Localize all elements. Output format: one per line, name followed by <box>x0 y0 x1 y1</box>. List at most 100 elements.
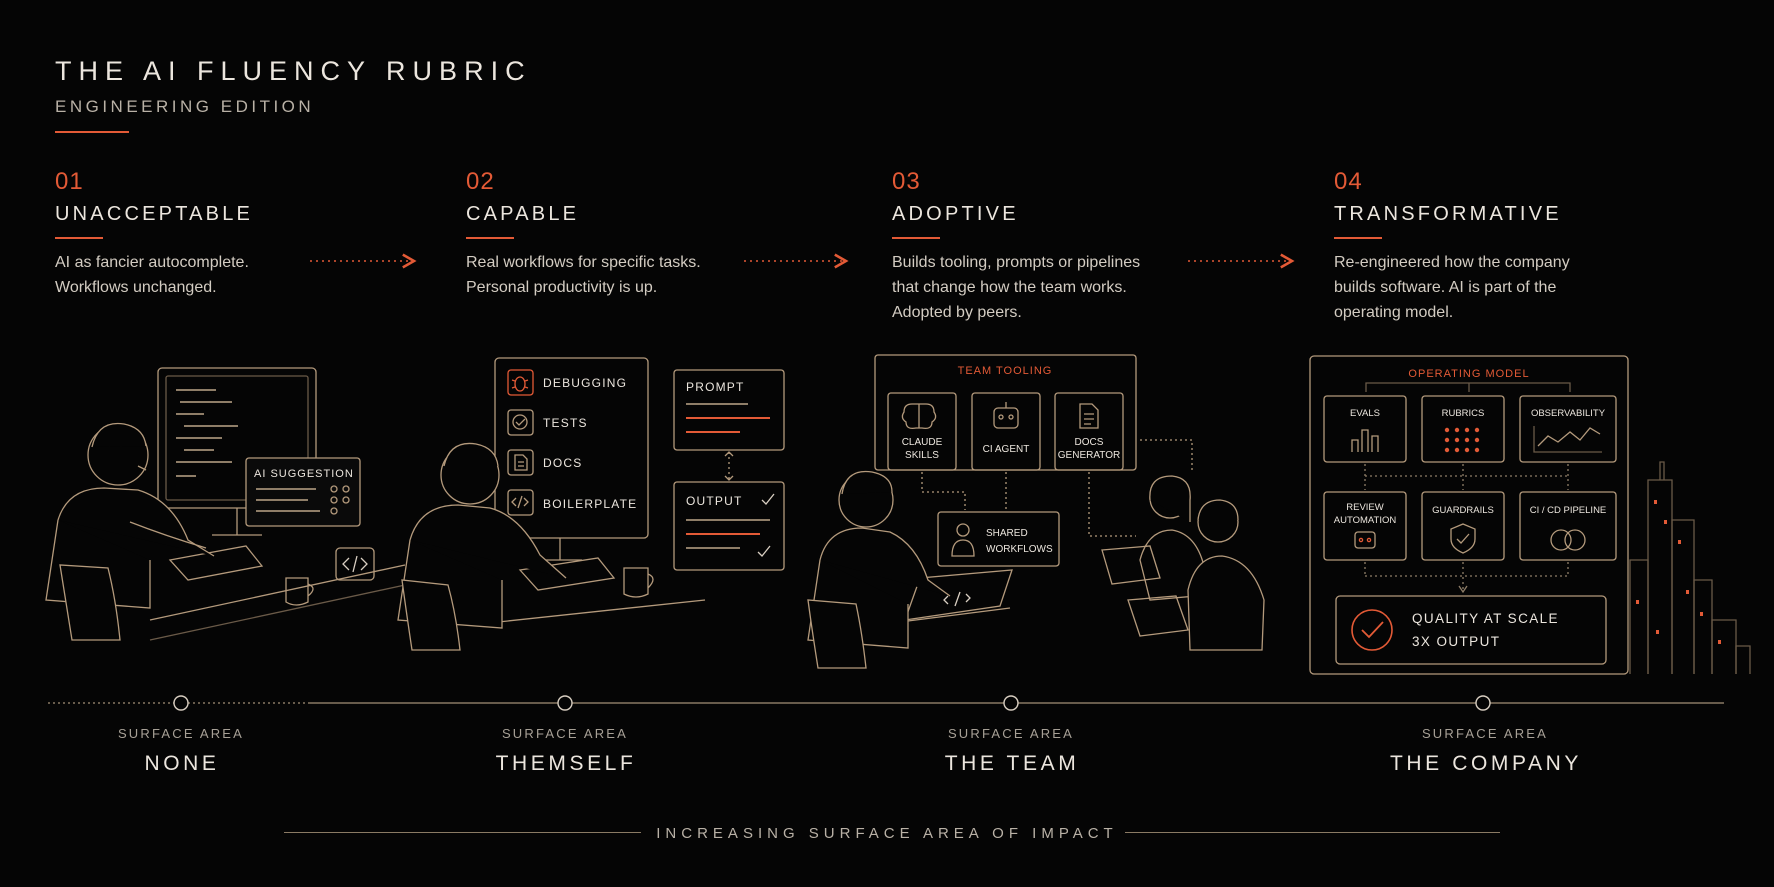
person-body <box>57 487 215 557</box>
document-icon <box>1079 403 1099 429</box>
cell-card <box>1323 395 1407 463</box>
description-line: AI as fancier autocomplete. <box>55 254 249 271</box>
document-icon <box>507 449 534 476</box>
chair <box>807 599 867 669</box>
person-body <box>409 504 567 579</box>
keyboard-icon <box>518 557 616 591</box>
cell-label: OBSERVABILITY <box>1531 408 1606 419</box>
cell-label: RUBRICS <box>1442 408 1485 419</box>
dot-grid-icon <box>1444 427 1480 453</box>
stage-number: 01 <box>55 168 84 195</box>
cell-label: AUTOMATION <box>1334 515 1397 526</box>
bug-icon <box>507 369 534 396</box>
check-circle-icon <box>1351 609 1393 651</box>
surface-value: NONE <box>144 752 220 775</box>
timeline-node <box>1475 695 1491 711</box>
chair <box>401 579 461 651</box>
description-line: Real workflows for specific tasks. <box>466 254 701 271</box>
menu-item-label: DOCS <box>543 456 582 470</box>
surface-label: SURFACE AREA <box>947 726 1075 741</box>
description-line: Personal productivity is up. <box>466 279 658 296</box>
cell-label: EVALS <box>1350 408 1380 419</box>
tool-label: DOCS <box>1075 437 1104 448</box>
stage-underline <box>892 237 940 239</box>
shared-label: WORKFLOWS <box>986 544 1053 555</box>
menu-item-label: DEBUGGING <box>543 376 627 390</box>
surface-label: SURFACE AREA <box>1421 726 1549 741</box>
code-tag-icon <box>335 547 375 581</box>
output-label: OUTPUT <box>686 494 743 508</box>
description-line: Workflows unchanged. <box>55 279 217 296</box>
popup-label: AI SUGGESTION <box>254 468 354 480</box>
robot-icon <box>993 407 1019 429</box>
menu-item-label: BOILERPLATE <box>543 497 637 511</box>
panel-title: TEAM TOOLING <box>958 365 1053 377</box>
line-chart-icon <box>1537 427 1601 447</box>
laptop-icon <box>904 569 1013 621</box>
tool-card <box>887 392 957 471</box>
prompt-card <box>673 369 785 451</box>
task-menu-panel <box>494 357 649 539</box>
person-body <box>1187 555 1265 651</box>
city-skyline <box>1629 461 1751 674</box>
bar-chart-icon <box>1351 429 1379 452</box>
cell-card <box>1421 491 1505 561</box>
impact-timeline <box>48 695 1724 711</box>
mug-icon <box>623 567 654 598</box>
surface-value: THEMSELF <box>495 752 637 775</box>
scene-workflows: DEBUGGING TESTS DOCS BOILERPLATE PROMPT … <box>397 357 785 651</box>
stage-description: AI as fancier autocomplete. Workflows un… <box>55 250 249 300</box>
surface-label: SURFACE AREA <box>501 726 629 741</box>
shared-workflows-card <box>937 511 1060 567</box>
shield-icon <box>1450 523 1476 554</box>
scene-autocomplete: AI SUGGESTION <box>45 367 406 641</box>
cell-label: CI / CD PIPELINE <box>1530 505 1607 516</box>
people-icon <box>956 523 970 537</box>
result-line: QUALITY AT SCALE <box>1412 611 1559 626</box>
description-line: builds software. AI is part of the <box>1334 279 1557 296</box>
description-line: operating model. <box>1334 304 1454 321</box>
description-line: Adopted by peers. <box>892 304 1022 321</box>
tool-label: SKILLS <box>905 450 939 461</box>
surface-value: THE COMPANY <box>1389 752 1583 775</box>
stage-name: CAPABLE <box>466 203 580 225</box>
stage-underline <box>1334 237 1382 239</box>
page-subtitle: ENGINEERING EDITION <box>55 97 315 116</box>
page-title: THE AI FLUENCY RUBRIC <box>55 56 532 86</box>
check-icon <box>761 493 775 505</box>
stage-number: 03 <box>892 168 921 195</box>
laptop-icon <box>1127 595 1189 637</box>
panel-title: OPERATING MODEL <box>1408 368 1529 380</box>
tool-card <box>971 392 1041 471</box>
stage-description: Real workflows for specific tasks. Perso… <box>466 250 701 300</box>
result-card <box>1335 595 1607 665</box>
tool-label: CI AGENT <box>983 444 1030 455</box>
cell-label: REVIEW <box>1346 502 1384 513</box>
shared-label: SHARED <box>986 528 1028 539</box>
cell-card <box>1519 491 1617 561</box>
description-line: that change how the team works. <box>892 279 1127 296</box>
stage-name: TRANSFORMATIVE <box>1334 203 1562 225</box>
robot-icon <box>1354 531 1376 549</box>
description-line: Re-engineered how the company <box>1334 254 1570 271</box>
timeline-node <box>1003 695 1019 711</box>
result-line: 3X OUTPUT <box>1412 634 1500 649</box>
brain-icon <box>901 403 937 430</box>
cell-card <box>1323 491 1407 561</box>
stage-name: UNACCEPTABLE <box>55 203 254 225</box>
chair <box>59 564 121 641</box>
city-lights <box>1636 500 1721 644</box>
title-underline <box>55 131 129 133</box>
timeline-node <box>557 695 573 711</box>
footer-caption: INCREASING SURFACE AREA OF IMPACT <box>656 825 1118 842</box>
stage-number: 02 <box>466 168 495 195</box>
tool-card <box>1054 392 1124 471</box>
stage-underline <box>466 237 514 239</box>
footer-rule-left <box>284 832 641 833</box>
timeline-node <box>173 695 189 711</box>
prompt-label: PROMPT <box>686 380 745 394</box>
footer-rule-right <box>1125 832 1500 833</box>
stage-underline <box>55 237 103 239</box>
cell-card <box>1421 395 1505 463</box>
